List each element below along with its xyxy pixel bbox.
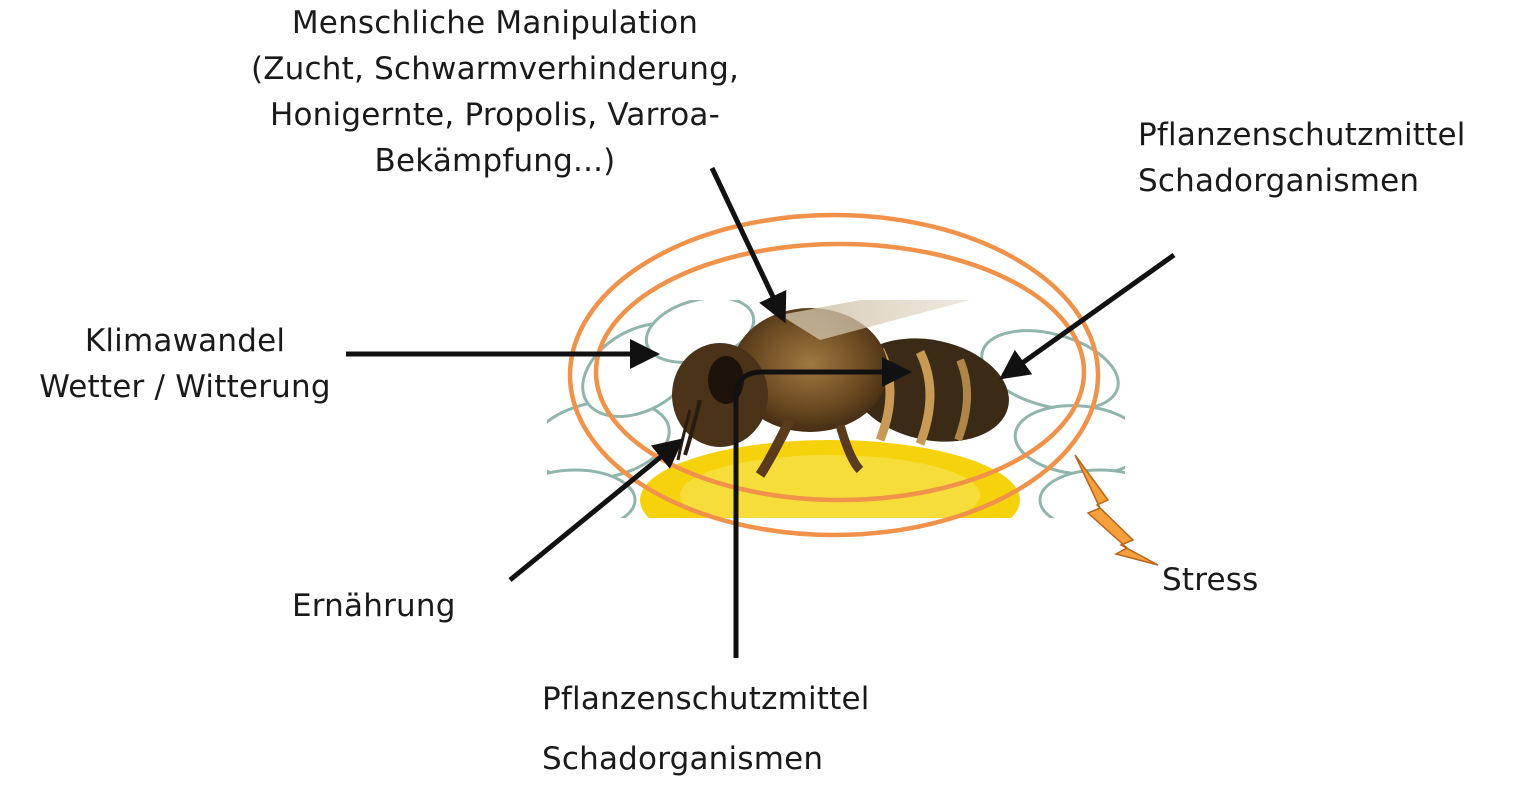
climate-line-2: Wetter / Witterung [10,364,360,410]
label-human-manipulation: Menschliche Manipulation (Zucht, Schwarm… [200,0,790,184]
pesticides-bottom-line-2: Schadorganismen [542,729,870,789]
pesticides-right-line-1: Pflanzenschutzmittel [1138,112,1466,158]
arrow-manipulation [712,168,783,318]
label-pesticides-right: Pflanzenschutzmittel Schadorganismen [1138,112,1466,204]
manipulation-line-4: Bekämpfung...) [200,138,790,184]
climate-line-1: Klimawandel [10,318,360,364]
pesticides-right-line-2: Schadorganismen [1138,158,1466,204]
label-nutrition: Ernährung [292,583,456,629]
label-climate: Klimawandel Wetter / Witterung [10,318,360,410]
manipulation-line-2: (Zucht, Schwarmverhinderung, [200,46,790,92]
label-stress: Stress [1162,557,1258,603]
pesticides-bottom-line-1: Pflanzenschutzmittel [542,669,870,729]
nutrition-text: Ernährung [292,583,456,629]
manipulation-line-1: Menschliche Manipulation [200,0,790,46]
manipulation-line-3: Honigernte, Propolis, Varroa- [200,92,790,138]
stress-text: Stress [1162,557,1258,603]
label-pesticides-bottom: Pflanzenschutzmittel Schadorganismen [542,669,870,789]
